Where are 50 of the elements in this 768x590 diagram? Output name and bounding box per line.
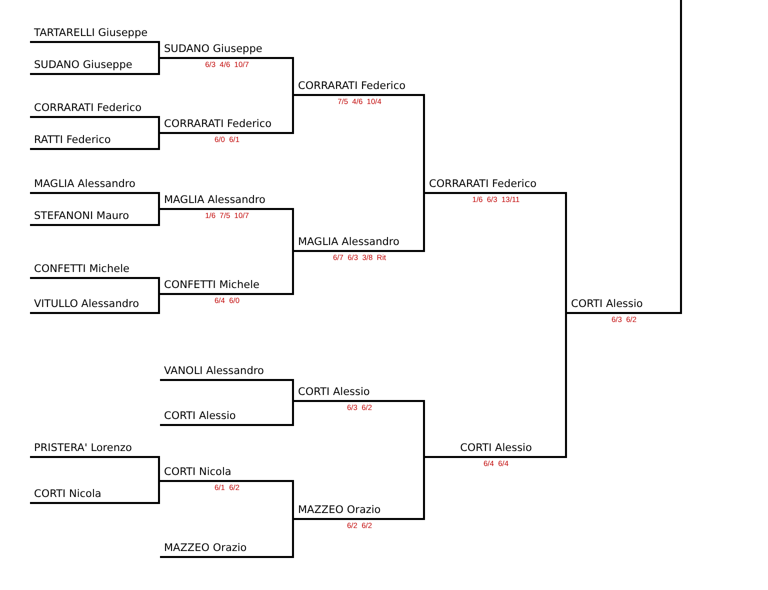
player-name: RATTI Federico <box>30 133 160 150</box>
bracket-line <box>292 209 294 252</box>
player-name: MAZZEO Orazio <box>160 541 294 558</box>
player-name: STEFANONI Mauro <box>30 209 160 226</box>
bracket-line <box>292 380 294 402</box>
bracket-line <box>158 193 160 210</box>
bracket-line <box>423 192 426 251</box>
bracket-line <box>158 132 160 149</box>
player-name: CONFETTI Michele <box>160 278 294 295</box>
bracket-line <box>158 293 160 313</box>
bracket-line <box>158 208 160 225</box>
player-name: MAGLIA Alessandro <box>30 177 160 194</box>
player-name: CORTI Alessio <box>294 385 425 402</box>
bracket-line <box>158 457 160 482</box>
bracket-line <box>292 58 294 96</box>
bracket-line <box>292 94 294 133</box>
player-name: CORTI Nicola <box>160 465 294 482</box>
bracket-line <box>292 481 294 520</box>
player-name: CORTI Alessio <box>425 441 567 458</box>
player-name: CONFETTI Michele <box>30 262 160 279</box>
player-name: MAGLIA Alessandro <box>160 193 294 210</box>
bracket-line <box>158 278 160 295</box>
player-name: VANOLI Alessandro <box>160 364 294 381</box>
bracket-line <box>158 57 160 74</box>
bracket-line <box>423 456 426 519</box>
player-name: CORRARATI Federico <box>160 117 294 134</box>
player-name: VITULLO Alessandro <box>30 297 160 314</box>
bracket-line <box>158 42 160 59</box>
bracket-line <box>292 400 294 425</box>
bracket-line <box>423 401 426 458</box>
bracket-line <box>565 312 568 457</box>
player-name: TARTARELLI Giuseppe <box>30 26 160 43</box>
bracket-line <box>292 518 294 557</box>
player-name: MAGLIA Alessandro <box>294 235 425 252</box>
player-name: PRISTERA' Lorenzo <box>30 441 160 458</box>
player-name: CORTI Alessio <box>160 409 294 426</box>
player-name: CORRARATI Federico <box>294 79 425 96</box>
player-name: CORRARATI Federico <box>30 101 160 118</box>
bracket-line <box>423 95 426 194</box>
player-name: CORTI Alessio <box>567 297 681 314</box>
player-name: SUDANO Giuseppe <box>30 58 160 75</box>
bracket-line <box>158 480 160 503</box>
player-name: CORTI Nicola <box>30 487 160 504</box>
player-name: CORRARATI Federico <box>425 177 567 194</box>
bracket-line <box>565 193 568 314</box>
bracket-line <box>680 0 682 314</box>
player-name: SUDANO Giuseppe <box>160 42 294 59</box>
bracket-line <box>158 117 160 134</box>
bracket-line <box>292 250 294 294</box>
player-name: MAZZEO Orazio <box>294 503 425 520</box>
